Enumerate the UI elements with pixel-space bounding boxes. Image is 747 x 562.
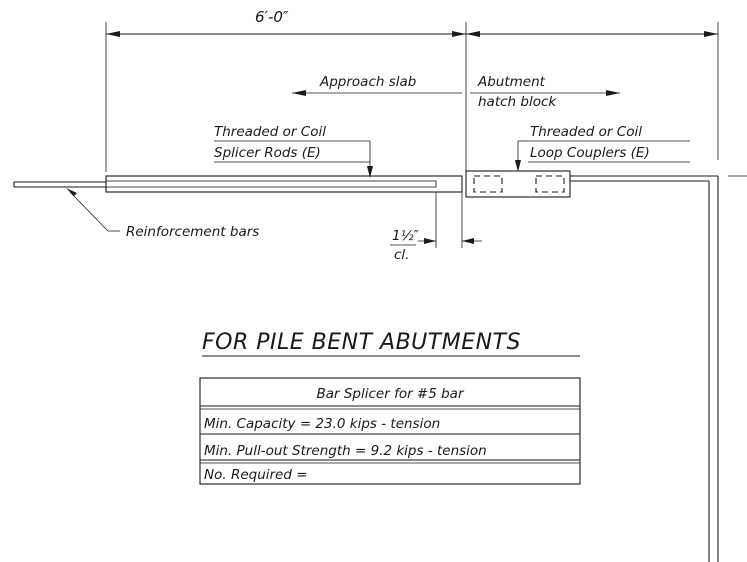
splicer-rod-inner: [105, 180, 437, 188]
splicer-rods-label-line1: Threaded or Coil: [214, 124, 326, 140]
dimension-overall-label: 6′-0″: [255, 8, 289, 26]
splicer-rods-label-line2: Splicer Rods (E): [214, 145, 321, 161]
table-row: Min. Capacity = 23.0 kips - tension: [204, 416, 440, 432]
clearance-arrow-right: [462, 238, 474, 244]
coupler-hidden-right: [535, 175, 565, 193]
dimension-arrow-center-right: [466, 31, 480, 37]
table-row: Min. Pull-out Strength = 9.2 kips - tens…: [204, 443, 487, 459]
clearance-arrow-left: [424, 238, 436, 244]
abutment-label: Abutment: [477, 74, 546, 90]
splicer-table: Bar Splicer for #5 bar Min. Capacity = 2…: [199, 377, 581, 485]
abutment-arrow: [606, 90, 620, 96]
splicer-rods-callout: Threaded or Coil Splicer Rods (E): [214, 124, 373, 178]
dimension-arrow-left: [106, 31, 120, 37]
loop-couplers-label-line1: Threaded or Coil: [530, 124, 642, 140]
loop-coupler-block: [465, 170, 571, 198]
loop-couplers-callout: Threaded or Coil Loop Couplers (E): [515, 124, 690, 172]
splicer-rods-arrow: [367, 166, 373, 178]
table-border: [199, 377, 581, 485]
dimension-arrow-right: [704, 31, 718, 37]
approach-slab-arrow: [292, 90, 306, 96]
abutment-outline: [570, 175, 747, 562]
approach-slab-label: Approach slab: [319, 74, 416, 90]
clearance-value: 1½″: [392, 228, 419, 244]
coupler-hidden-left: [473, 175, 503, 193]
heading-group: FOR PILE BENT ABUTMENTS: [202, 330, 580, 357]
hatch-block-label: hatch block: [478, 94, 557, 110]
reinforcement-arrow: [66, 188, 77, 196]
clearance-dimension: 1½″ cl.: [390, 192, 482, 263]
clearance-unit: cl.: [394, 247, 409, 263]
zone-labels: Approach slab Abutment hatch block: [292, 74, 620, 110]
reinforcement-callout: Reinforcement bars: [66, 188, 259, 240]
reinforcement-leader-diag: [69, 191, 109, 232]
table-row: No. Required =: [204, 467, 308, 483]
loop-couplers-arrow: [515, 160, 521, 172]
loop-couplers-label-line2: Loop Couplers (E): [530, 145, 650, 161]
overall-dimension: 6′-0″: [105, 8, 719, 172]
bar-assembly: [13, 170, 571, 198]
reinforcement-label: Reinforcement bars: [126, 224, 259, 240]
table-title: Bar Splicer for #5 bar: [316, 386, 464, 402]
section-heading: FOR PILE BENT ABUTMENTS: [202, 330, 521, 355]
splicer-rod-sleeve: [105, 175, 463, 193]
dimension-arrow-center-left: [452, 31, 466, 37]
